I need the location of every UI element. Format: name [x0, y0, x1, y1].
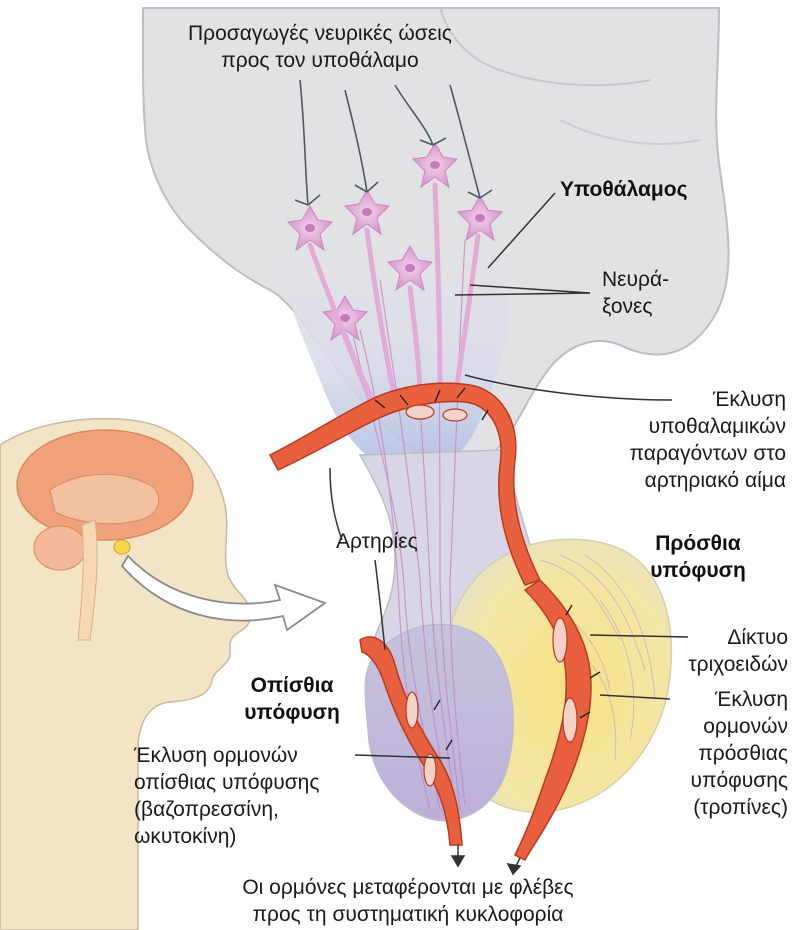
hypothalamus-label: Υποθάλαμος: [560, 176, 688, 203]
capillary-line-1: Δίκτυο: [640, 624, 788, 651]
release-ant-line-2: ορμονών: [640, 713, 788, 740]
transport-line-1: Οι ορμόνες μεταφέρονται με φλέβες: [198, 874, 618, 901]
release-anterior-label: Έκλυση ορμονών πρόσθιας υπόφυσης (τροπίν…: [640, 686, 788, 821]
posterior-line-1: Οπίσθια: [222, 672, 362, 699]
head-illustration: [0, 419, 251, 930]
release-post-line-3: (βαζοπρεσσίνη,: [134, 796, 319, 823]
afferent-impulses-label: Προσαγωγές νευρικές ώσεις προς τον υποθά…: [188, 20, 452, 74]
anterior-line-2: υπόφυση: [618, 557, 778, 584]
axons-line-1: Νευρά-: [602, 266, 669, 293]
release-post-line-2: οπίσθιας υπόφυσης: [134, 769, 319, 796]
release-hyp-line-3: παραγόντων στο: [600, 440, 786, 467]
arteries-label: Αρτηρίες: [336, 528, 418, 555]
vein-outlet-arrows: [452, 845, 520, 874]
axons-label: Νευρά- ξονες: [602, 266, 669, 320]
pituitary-small: [114, 540, 130, 554]
release-post-line-4: ωκυτοκίνη): [134, 823, 319, 850]
afferent-line-2: προς τον υποθάλαμο: [188, 47, 452, 74]
release-ant-line-5: (τροπίνες): [640, 794, 788, 821]
release-hyp-line-1: Έκλυση: [600, 386, 786, 413]
capillary-network-label: Δίκτυο τριχοειδών: [640, 624, 788, 678]
release-ant-line-3: πρόσθιας: [640, 740, 788, 767]
transport-line-2: προς τη συστηματική κυκλοφορία: [198, 901, 618, 928]
release-ant-line-1: Έκλυση: [640, 686, 788, 713]
axons-line-2: ξονες: [602, 293, 669, 320]
anterior-pituitary-label: Πρόσθια υπόφυση: [618, 530, 778, 584]
posterior-line-2: υπόφυση: [222, 699, 362, 726]
release-ant-line-4: υπόφυσης: [640, 767, 788, 794]
release-post-line-1: Έκλυση ορμονών: [134, 742, 319, 769]
posterior-pituitary-label: Οπίσθια υπόφυση: [222, 672, 362, 726]
release-hyp-line-4: αρτηριακό αίμα: [600, 467, 786, 494]
afferent-line-1: Προσαγωγές νευρικές ώσεις: [188, 20, 452, 47]
release-posterior-label: Έκλυση ορμονών οπίσθιας υπόφυσης (βαζοπρ…: [134, 742, 319, 850]
cerebellum-small: [34, 526, 86, 570]
capillary-line-2: τριχοειδών: [640, 651, 788, 678]
brain-small-inner: [50, 474, 159, 523]
anterior-line-1: Πρόσθια: [618, 530, 778, 557]
release-hyp-line-2: υποθαλαμικών: [600, 413, 786, 440]
transport-label: Οι ορμόνες μεταφέρονται με φλέβες προς τ…: [198, 874, 618, 928]
release-hypothalamic-label: Έκλυση υποθαλαμικών παραγόντων στο αρτηρ…: [600, 386, 786, 494]
